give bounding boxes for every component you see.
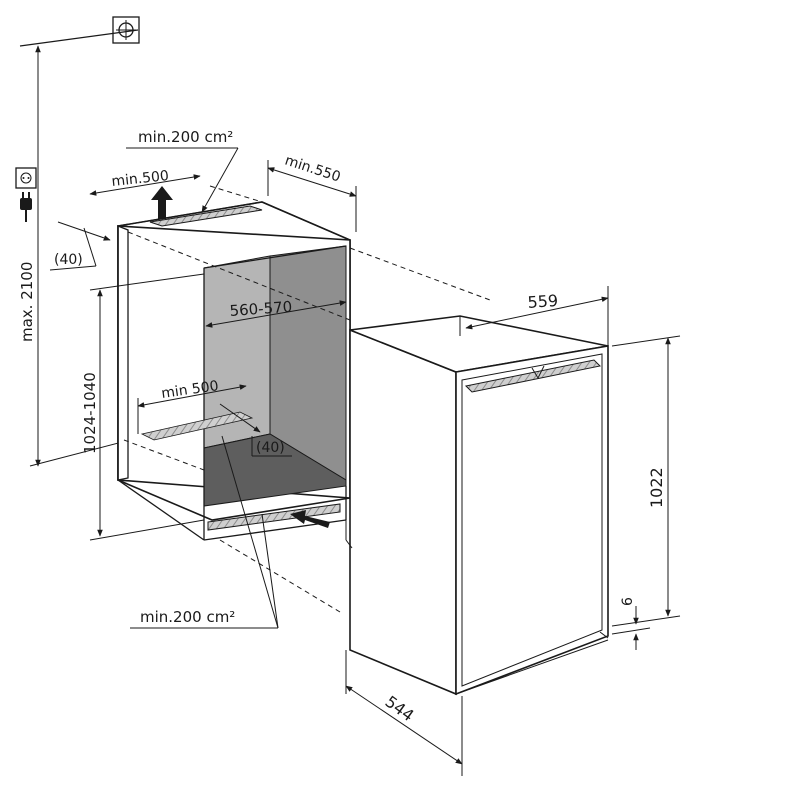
floor-vent-strip [140,411,254,441]
bottom-vent-area-dimension: min.200 cm² [130,435,279,629]
power-plug-icon [20,192,32,222]
plinth-offset-dimension: 6 [611,597,651,650]
appliance-top-vent [464,359,602,393]
niche-cabinet [117,201,351,541]
appliance-fridge [345,315,609,696]
airflow-in-arrow [290,510,330,528]
niche-width-dimension: 560-570 [205,298,347,328]
floor-gap-label: (40) [256,440,285,456]
power-socket-icon [15,167,37,189]
plinth-vent-grille [207,503,341,531]
max-height-dimension: max. 2100 [18,45,131,467]
niche-width-label: 560-570 [229,298,293,320]
niche-height-label: 1024-1040 [81,372,99,454]
top-vent-width-label: min.500 [111,168,170,190]
appliance-depth-label: 544 [382,692,418,725]
floor-vent-width-dimension: min 500 [137,378,247,434]
appliance-width-label: 559 [527,291,559,312]
appliance-width-dimension: 559 [459,286,609,346]
top-vent-area-label: min.200 cm² [138,128,233,146]
depth-min-label: min.550 [283,153,343,186]
top-vent-area-dimension: min.200 cm² [126,128,239,213]
top-vent-width-dimension: min.500 [89,168,201,196]
plumb-line-icon [19,16,140,47]
max-height-label: max. 2100 [18,262,36,342]
airflow-up-arrow [151,186,173,219]
top-vent-grille [149,205,263,227]
floor-vent-width-label: min 500 [160,378,219,402]
appliance-height-dimension: 1022 [611,335,681,627]
top-gap-label: (40) [54,252,83,268]
plinth-offset-label: 6 [620,597,636,606]
floor-gap-dimension: (40) [219,403,292,457]
appliance-height-label: 1022 [647,467,666,508]
bottom-vent-area-label: min.200 cm² [140,608,235,626]
niche-height-dimension: 1024-1040 [81,273,205,541]
top-gap-dimension: (40) [49,221,111,271]
